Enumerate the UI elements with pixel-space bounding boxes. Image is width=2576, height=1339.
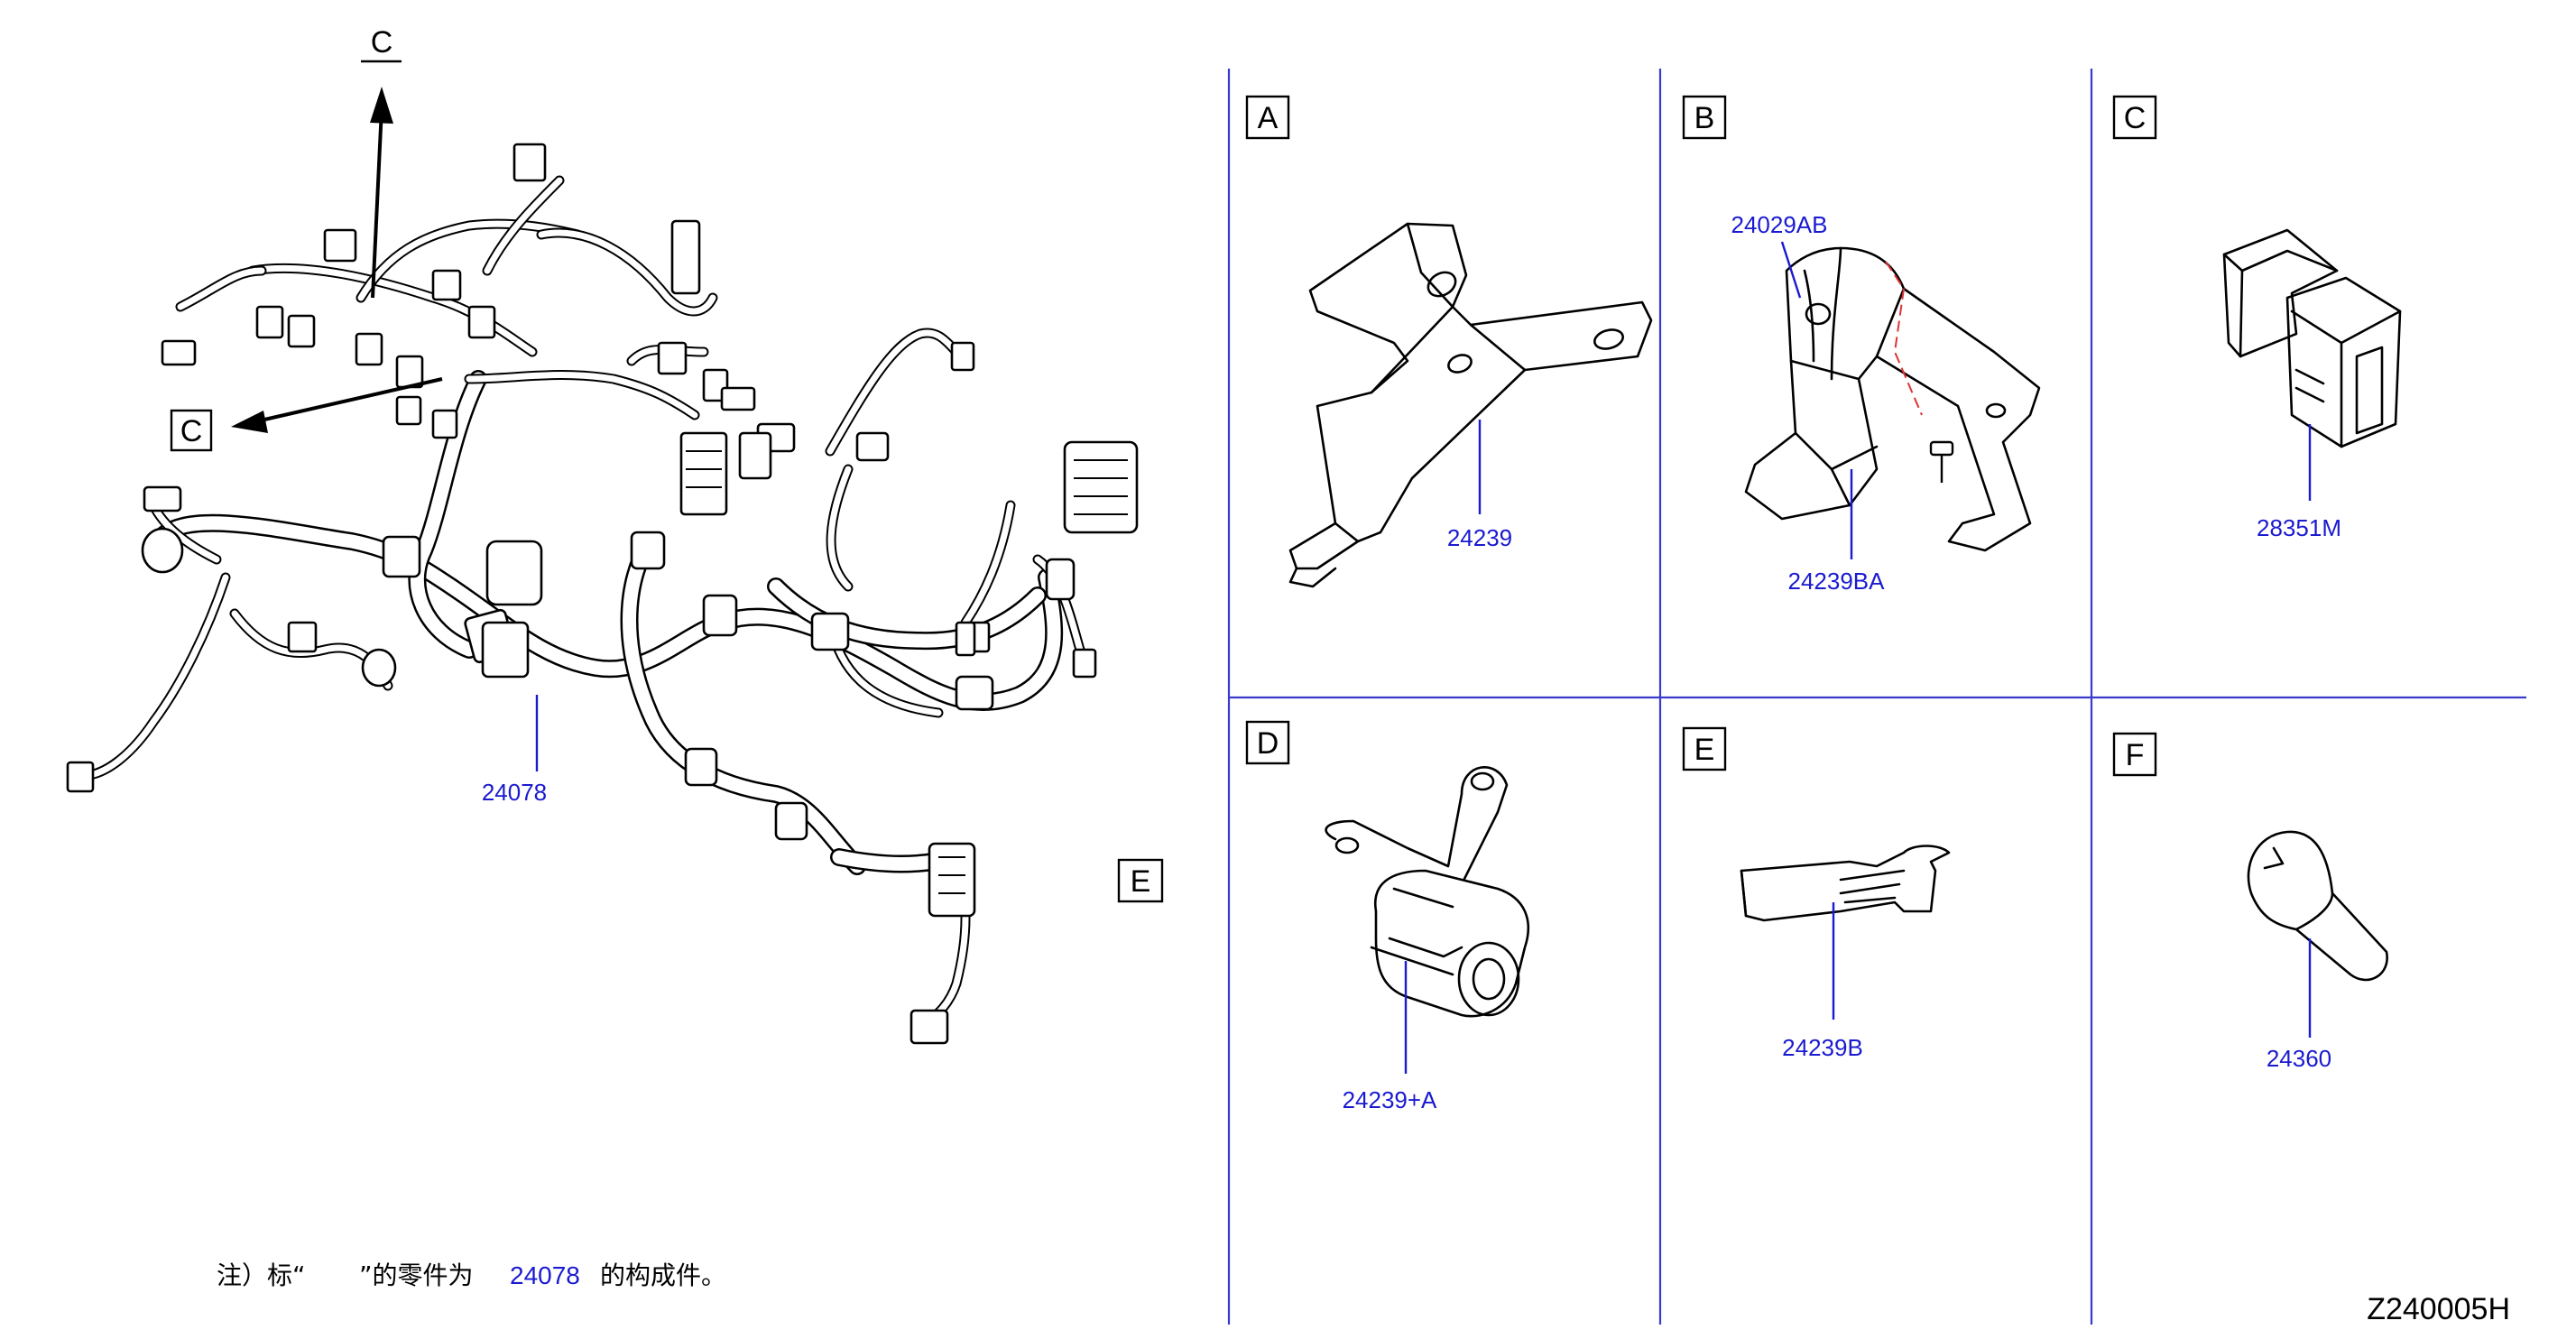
panel-b-letter: B [1694, 101, 1715, 135]
diagram-code: Z240005H [2367, 1292, 2510, 1326]
view-c-left-label: C [180, 414, 203, 448]
panel-d-part-number[interactable]: 24239+A [1343, 1086, 1437, 1113]
bracket-a-drawing [1288, 222, 1653, 588]
view-c-top-label: C [371, 25, 393, 60]
panel-d-box [1245, 720, 1290, 765]
panel-e-part-number[interactable]: 24239B [1782, 1034, 1863, 1061]
view-e-label: E [1131, 864, 1151, 899]
view-arrows [231, 60, 443, 433]
panel-c-box [2112, 95, 2157, 140]
panel-c-part-number[interactable]: 28351M [2257, 514, 2341, 541]
panel-f-part-number[interactable]: 24360 [2267, 1045, 2331, 1072]
panel-e-box [1682, 726, 1727, 771]
clip-f-drawing [2247, 830, 2388, 982]
view-e-box [1117, 858, 1164, 903]
harness-part-number[interactable]: 24078 [482, 779, 547, 806]
panel-a-part-number[interactable]: 24239 [1447, 524, 1512, 551]
panel-f-box [2112, 732, 2157, 777]
note-middle: ”的零件为 [359, 1261, 474, 1290]
note-prefix: 注）标“ [217, 1261, 306, 1290]
connector-c-drawing [2222, 228, 2402, 448]
note-suffix: 的构成件。 [600, 1261, 726, 1290]
panel-b-part-number-2[interactable]: 24239BA [1788, 568, 1886, 595]
note-part-number[interactable]: 24078 [510, 1261, 580, 1289]
engine-harness-drawing [66, 143, 1139, 1045]
panel-b-leader-1 [1780, 241, 1802, 299]
bracket-b-drawing [1744, 246, 2041, 552]
panel-a-box [1245, 95, 1290, 140]
panel-d-letter: D [1257, 726, 1279, 761]
panel-c-letter: C [2124, 101, 2147, 135]
view-c-left-box [170, 409, 213, 452]
clip-e-drawing [1740, 845, 1951, 922]
panel-grid [1227, 69, 2526, 1325]
panel-f-letter: F [2126, 738, 2145, 772]
panel-e-letter: E [1694, 733, 1715, 767]
panel-b-part-number-1[interactable]: 24029AB [1731, 211, 1828, 238]
panel-a-letter: A [1258, 101, 1279, 135]
panel-b-box [1682, 95, 1727, 140]
clip-d-drawing [1325, 766, 1529, 1018]
